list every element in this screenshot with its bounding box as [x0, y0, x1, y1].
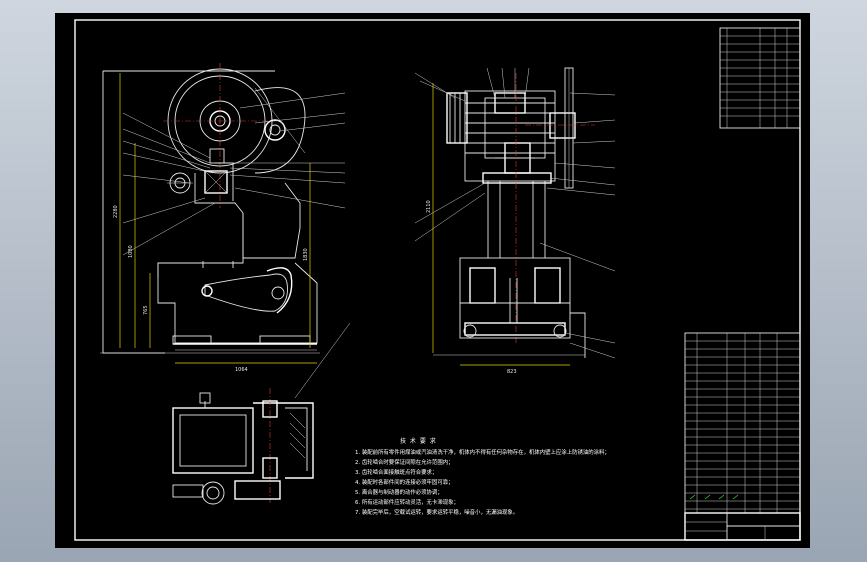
flywheel-side — [446, 92, 468, 144]
tech-requirements: 技 术 要 求 1. 装配前所有零件用煤油或汽油清洗干净，机体内不得有任何杂物存… — [355, 437, 610, 516]
side-view: 2110 823 — [414, 67, 616, 375]
tech-line-4: 4. 装配时各部件间的连接必须牢固可靠； — [355, 478, 454, 486]
tech-line-1: 1. 装配前所有零件用煤油或汽油清洗干净，机体内不得有任何杂物存在，机体内壁上应… — [355, 448, 610, 456]
parts-list — [684, 332, 801, 514]
section-box — [172, 407, 254, 474]
dim-side-width: 823 — [507, 369, 517, 375]
dim-side-height: 2110 — [426, 200, 432, 213]
section-wheel — [201, 481, 225, 505]
tech-line-7: 7. 装配完毕后，空载试运转，要求运转平稳，噪音小，无漏油现象。 — [355, 508, 518, 516]
crank-lever — [204, 273, 288, 312]
tech-line-6: 6. 所有运动部件应转动灵活，无卡滞现象； — [355, 498, 459, 506]
top-right-table — [719, 27, 801, 129]
dim-front-lower-height: 765 — [143, 305, 149, 315]
dim-front-mid-height: 1080 — [128, 245, 134, 258]
mechanical-drawing: 2280 1080 765 1830 1064 — [74, 19, 801, 541]
base — [459, 257, 571, 339]
cad-viewport[interactable]: 2280 1080 765 1830 1064 — [55, 13, 810, 548]
title-block — [684, 512, 801, 541]
dim-front-right-height: 1830 — [303, 248, 309, 261]
belt-guard — [254, 87, 306, 174]
dim-front-overall-height: 2280 — [113, 205, 119, 218]
tech-line-5: 5. 离合器与制动器的动作必须协调； — [355, 488, 443, 496]
tech-line-2: 2. 齿轮啮合时要保证间隙在允许范围内； — [355, 458, 454, 466]
section-view — [172, 322, 351, 505]
slider-block — [204, 170, 228, 194]
tech-title: 技 术 要 求 — [400, 437, 437, 445]
dim-front-width: 1064 — [235, 367, 248, 373]
clutch-housing — [464, 90, 556, 182]
tech-line-3: 3. 齿轮啮合面接触斑点符合要求； — [355, 468, 437, 476]
outer-border — [74, 19, 801, 541]
motor-pulley — [264, 119, 286, 141]
front-view: 2280 1080 765 1830 1064 — [100, 63, 346, 373]
